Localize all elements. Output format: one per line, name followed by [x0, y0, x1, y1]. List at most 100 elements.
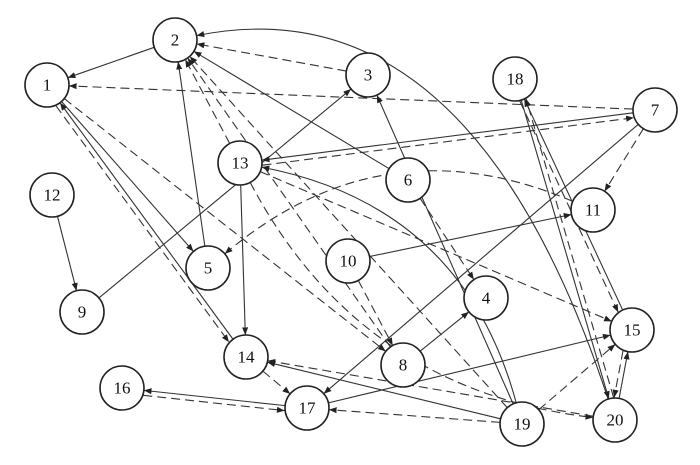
node-label: 3	[364, 66, 373, 85]
node-12: 12	[29, 172, 75, 218]
edge-19-to-2	[189, 55, 508, 409]
edge-13-to-20	[249, 182, 594, 420]
node-label: 18	[507, 70, 524, 89]
edge-20-to-2	[196, 28, 609, 400]
edge-13-to-7	[262, 115, 634, 166]
edge-7-to-17	[323, 123, 639, 395]
node-label: 11	[585, 201, 601, 220]
edge-7-to-13	[261, 112, 634, 163]
node-label: 9	[78, 303, 87, 322]
node-8: 8	[380, 342, 426, 388]
edge-15-to-20	[612, 350, 624, 398]
node-label: 5	[204, 259, 213, 278]
edge-12-to-9	[56, 216, 78, 291]
node-circle	[385, 157, 431, 203]
node-circle	[99, 365, 145, 411]
node-14: 14	[223, 334, 269, 380]
edge-18-to-15	[519, 100, 619, 313]
node-circle	[325, 238, 371, 284]
node-label: 15	[624, 321, 641, 340]
node-label: 13	[232, 154, 249, 173]
node-label: 17	[299, 399, 317, 418]
edge-13-to-15	[260, 171, 612, 322]
edge-10-to-11	[369, 213, 572, 258]
edge-17-to-16	[143, 388, 286, 407]
node-10: 10	[325, 238, 371, 284]
edge-14-to-17	[262, 370, 291, 395]
node-label: 14	[238, 348, 256, 367]
node-circle	[592, 397, 638, 443]
edge-20-to-18	[525, 98, 615, 398]
node-circle	[185, 245, 231, 291]
edge-14-to-1	[59, 102, 234, 340]
node-15: 15	[609, 307, 655, 353]
node-11: 11	[570, 187, 616, 233]
node-circle	[24, 62, 70, 108]
node-label: 7	[651, 101, 660, 120]
edge-5-to-2	[176, 61, 206, 247]
edge-6-to-4	[419, 198, 475, 280]
edge-19-to-15	[538, 343, 616, 411]
node-circle	[284, 385, 330, 431]
edge-1-to-8	[63, 98, 387, 352]
node-7: 7	[632, 87, 678, 133]
node-circle	[345, 52, 391, 98]
edge-6-to-2	[193, 50, 390, 170]
edge-1-to-14	[55, 105, 230, 343]
node-6: 6	[385, 157, 431, 203]
node-label: 19	[514, 415, 531, 434]
edge-7-to-1	[68, 83, 634, 110]
node-13: 13	[217, 140, 263, 186]
node-label: 12	[44, 186, 61, 205]
node-label: 1	[43, 76, 52, 95]
node-9: 9	[59, 289, 105, 335]
node-5: 5	[185, 245, 231, 291]
node-18: 18	[492, 56, 538, 102]
node-circle	[632, 87, 678, 133]
edge-19-to-17	[328, 407, 501, 423]
edge-18-to-20	[520, 99, 610, 400]
node-label: 10	[340, 252, 357, 271]
node-circle	[380, 342, 426, 388]
node-label: 6	[404, 171, 413, 190]
edge-10-to-8	[357, 280, 394, 346]
edge-8-to-4	[419, 311, 470, 352]
node-3: 3	[345, 52, 391, 98]
edge-1-to-5	[61, 101, 194, 252]
edge-8-to-2	[187, 57, 391, 348]
node-circle	[59, 289, 105, 335]
node-17: 17	[284, 385, 330, 431]
edge-20-to-15	[618, 351, 630, 399]
node-16: 16	[99, 365, 145, 411]
node-circle	[499, 401, 545, 447]
node-label: 20	[607, 411, 624, 430]
node-circle	[570, 187, 616, 233]
node-circle	[492, 56, 538, 102]
node-circle	[223, 334, 269, 380]
edge-19-to-14	[267, 361, 501, 420]
edge-19-to-3	[376, 94, 514, 405]
node-circle	[152, 17, 198, 63]
node-20: 20	[592, 397, 638, 443]
node-label: 4	[482, 289, 491, 308]
node-circle	[463, 275, 509, 321]
node-1: 1	[24, 62, 70, 108]
node-label: 16	[114, 379, 131, 398]
node-2: 2	[152, 17, 198, 63]
edge-2-to-1	[67, 46, 155, 79]
node-label: 2	[171, 31, 180, 50]
node-circle	[29, 172, 75, 218]
node-19: 19	[499, 401, 545, 447]
edge-13-to-14	[240, 184, 249, 336]
node-label: 8	[399, 356, 408, 375]
edge-3-to-2	[196, 42, 347, 72]
node-circle	[217, 140, 263, 186]
edge-13-to-2	[184, 59, 231, 144]
edge-16-to-17	[143, 394, 285, 413]
node-4: 4	[463, 275, 509, 321]
edge-17-to-15	[328, 333, 611, 404]
edge-7-to-11	[604, 128, 644, 192]
edge-9-to-3	[98, 88, 352, 299]
